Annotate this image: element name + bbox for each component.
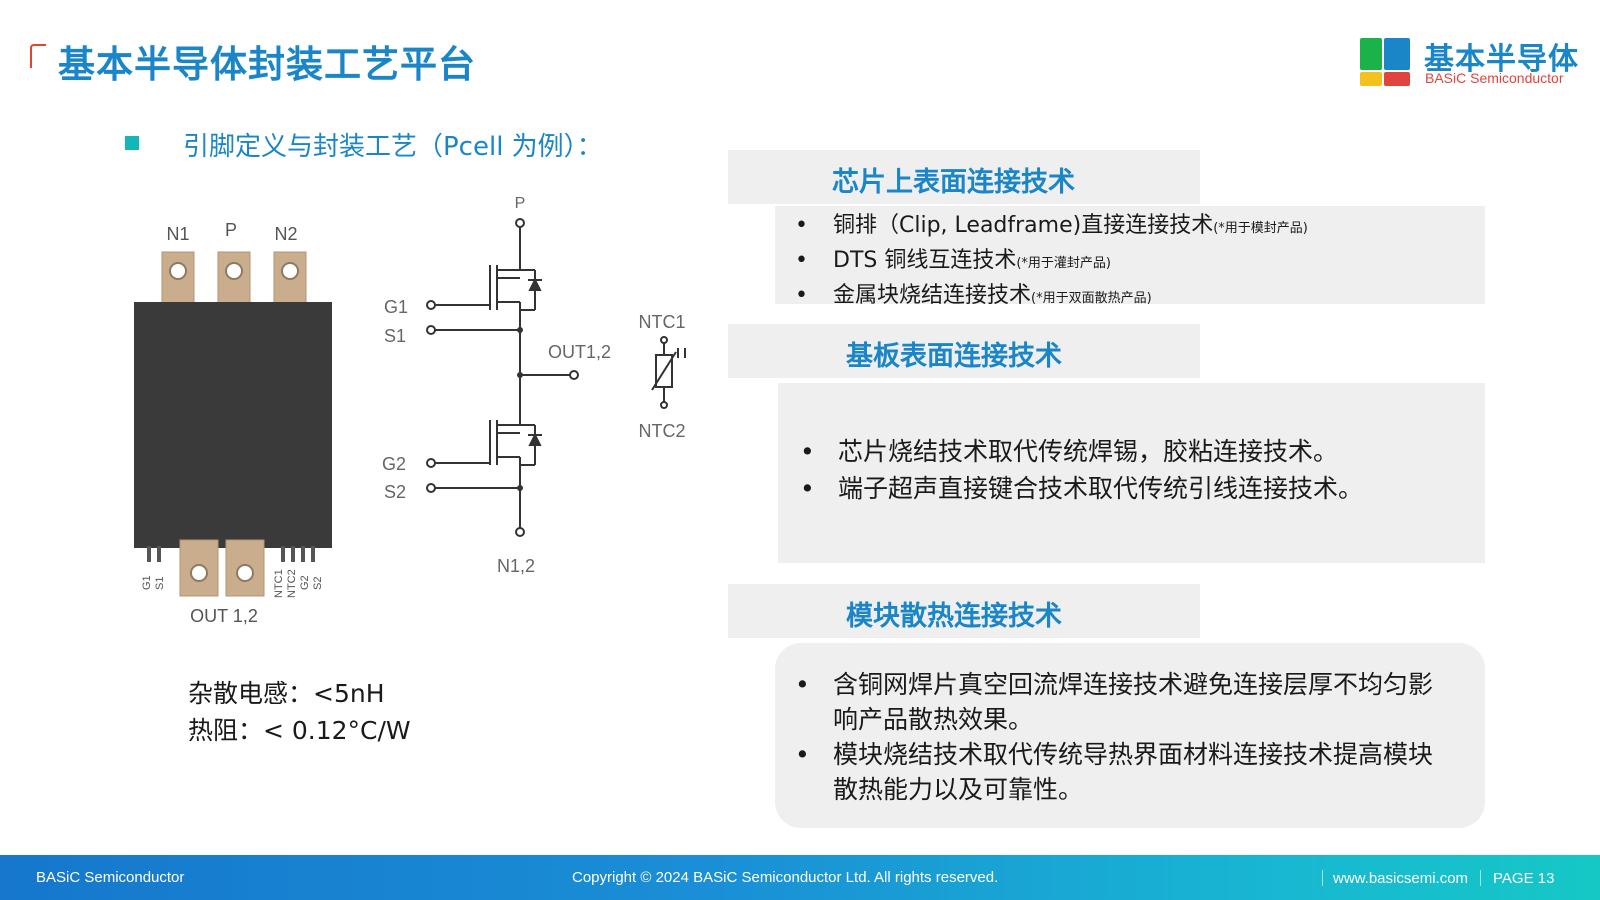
module-label-g1: G1 [141,575,153,590]
logo-text-cn: 基本半导体 [1424,42,1579,77]
module-label-s2: S2 [312,577,324,590]
circuit-label-g2: G2 [382,454,406,474]
section-2-header: 基板表面连接技术 [728,324,1200,378]
module-label-g2: G2 [299,575,311,590]
spec-stray-inductance: 杂散电感：<5nH [188,679,385,708]
square-bullet-icon [125,136,139,150]
module-and-circuit-diagram: N1 P N2 G1 S1 NTC1 NTC2 G2 S2 OUT 1,2 [134,195,686,626]
footer-page-number: PAGE 13 [1480,870,1554,887]
footer-url[interactable]: www.basicsemi.com [1322,870,1468,887]
section-3-header: 模块散热连接技术 [728,584,1200,638]
list-item-note: (*用于模封产品) [1213,221,1308,236]
list-item-text: 金属块烧结连接技术 [833,283,1032,308]
circuit-label-p: P [515,195,526,212]
module-label-p: P [225,220,237,240]
section-3-title: 模块散热连接技术 [846,601,1062,632]
list-item: 含铜网焊片真空回流焊连接技术避免连接层厚不均匀影响产品散热效果。 [795,667,1435,737]
module-label-n1: N1 [166,224,189,244]
list-item-text: DTS 铜线互连技术 [833,248,1017,273]
circuit-label-out: OUT1,2 [548,342,611,362]
logo-text-en: BASiC Semiconductor [1425,70,1564,86]
section-3-list: 含铜网焊片真空回流焊连接技术避免连接层厚不均匀影响产品散热效果。 模块烧结技术取… [795,667,1435,807]
footer-copyright: Copyright © 2024 BASiC Semiconductor Ltd… [572,869,999,886]
section-2-title: 基板表面连接技术 [846,341,1062,372]
half-bridge-schematic [426,218,686,537]
module-label-out: OUT 1,2 [190,606,258,626]
footer-company: BASiC Semiconductor [36,869,185,886]
page-title: 基本半导体封装工艺平台 [58,43,476,86]
list-item: 端子超声直接键合技术取代传统引线连接技术。 [800,470,1363,507]
module-label-ntc1: NTC1 [273,569,285,598]
list-item-note: (*用于灌封产品) [1016,256,1111,271]
spec-thermal-resistance: 热阻：< 0.12°C/W [188,716,411,745]
circuit-label-s2: S2 [384,482,406,502]
module-label-ntc2: NTC2 [286,569,298,598]
circuit-label-ntc2: NTC2 [638,421,685,441]
circuit-label-n: N1,2 [497,556,535,576]
section-1-list: 铜排（Clip, Leadframe)直接连接技术(*用于模封产品) DTS 铜… [795,210,1308,315]
list-item-text: 铜排（Clip, Leadframe)直接连接技术 [833,213,1214,238]
list-item: 金属块烧结连接技术(*用于双面散热产品) [795,280,1308,315]
list-item: 铜排（Clip, Leadframe)直接连接技术(*用于模封产品) [795,210,1308,245]
section-3-panel: 含铜网焊片真空回流焊连接技术避免连接层厚不均匀影响产品散热效果。 模块烧结技术取… [775,643,1485,828]
module-package [134,251,332,597]
section-1-panel: 铜排（Clip, Leadframe)直接连接技术(*用于模封产品) DTS 铜… [775,206,1485,312]
list-item: 芯片烧结技术取代传统焊锡，胶粘连接技术。 [800,433,1363,470]
section-1-header: 芯片上表面连接技术 [728,150,1200,204]
logo-icon [1360,38,1410,86]
circuit-label-s1: S1 [384,326,406,346]
circuit-label-ntc1: NTC1 [638,312,685,332]
list-item-note: (*用于双面散热产品) [1031,291,1152,306]
module-label-n2: N2 [274,224,297,244]
subheading: 引脚定义与封装工艺（Pcell 为例）： [183,132,603,162]
list-item: 模块烧结技术取代传统导热界面材料连接技术提高模块散热能力以及可靠性。 [795,737,1435,807]
title-accent-mark [30,44,46,68]
section-2-list: 芯片烧结技术取代传统焊锡，胶粘连接技术。 端子超声直接键合技术取代传统引线连接技… [800,433,1363,507]
section-1-title: 芯片上表面连接技术 [832,167,1075,198]
module-label-s1: S1 [154,577,166,590]
section-2-panel: 芯片烧结技术取代传统焊锡，胶粘连接技术。 端子超声直接键合技术取代传统引线连接技… [778,383,1485,563]
list-item: DTS 铜线互连技术(*用于灌封产品) [795,245,1308,280]
circuit-label-g1: G1 [384,297,408,317]
footer-bar: BASiC Semiconductor Copyright © 2024 BAS… [0,855,1600,900]
